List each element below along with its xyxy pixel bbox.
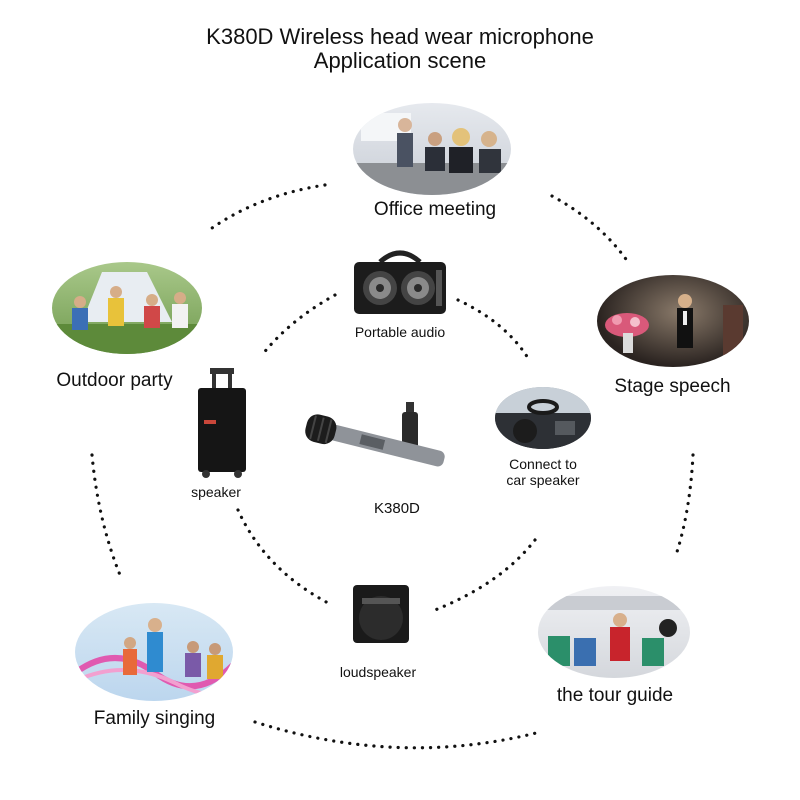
label-speaker: speaker — [191, 484, 241, 500]
tour-guide-photo — [538, 586, 690, 678]
loudspeaker-icon — [352, 584, 410, 644]
label-tour-guide: the tour guide — [556, 685, 674, 706]
microphone-icon — [300, 394, 465, 484]
label-stage-speech: Stage speech — [614, 376, 731, 397]
office-meeting-photo — [353, 103, 511, 195]
label-loudspeaker: loudspeaker — [339, 664, 417, 680]
label-family-singing: Family singing — [93, 708, 216, 729]
outdoor-party-photo — [52, 262, 202, 354]
label-car-speaker: Connect to car speaker — [506, 456, 580, 488]
label-portable-audio: Portable audio — [354, 324, 446, 340]
family-singing-photo — [75, 603, 233, 701]
stage-speech-photo — [597, 275, 749, 367]
label-office-meeting: Office meeting — [373, 199, 497, 220]
car-speaker-photo — [495, 387, 591, 449]
label-outdoor-party: Outdoor party — [56, 370, 173, 391]
title-line-2: Application scene — [313, 48, 487, 73]
portable-audio-icon — [352, 248, 448, 316]
label-k380d: K380D — [374, 500, 420, 517]
trolley-speaker-icon — [196, 366, 248, 478]
title-line-1: K380D Wireless head wear microphone — [206, 24, 594, 49]
